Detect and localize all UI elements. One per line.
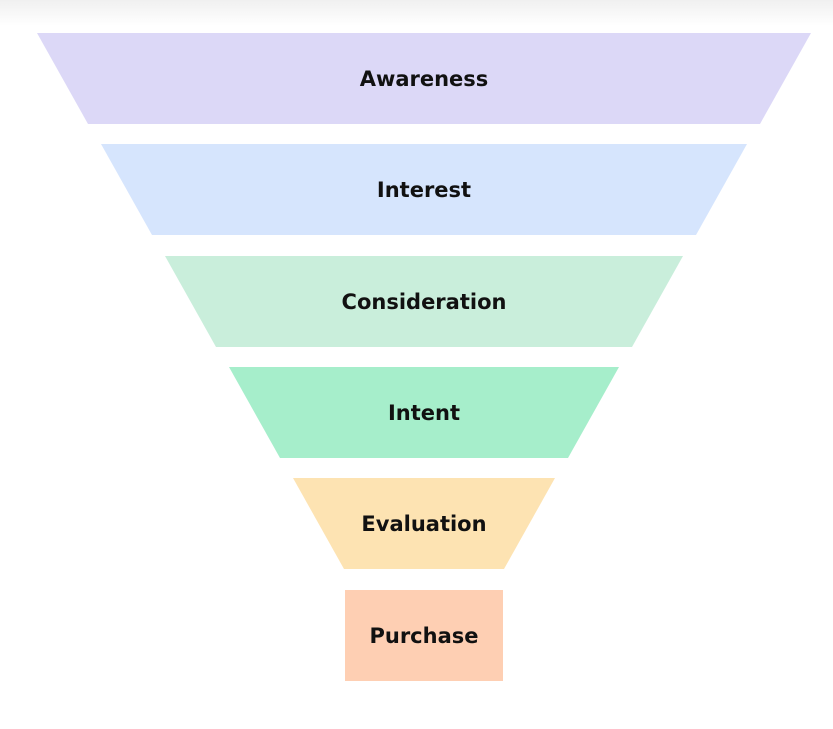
- funnel-band-evaluation: [293, 478, 555, 569]
- funnel-label-consideration: Consideration: [342, 290, 507, 314]
- funnel-stage-purchase: Purchase: [345, 590, 503, 681]
- funnel-label-intent: Intent: [388, 401, 460, 425]
- funnel-stage-awareness: Awareness: [37, 33, 811, 124]
- funnel-label-evaluation: Evaluation: [361, 512, 486, 536]
- funnel-label-awareness: Awareness: [360, 67, 489, 91]
- funnel-band-intent: [229, 367, 619, 458]
- funnel-stage-interest: Interest: [101, 144, 747, 235]
- funnel-label-interest: Interest: [377, 178, 471, 202]
- funnel-stage-evaluation: Evaluation: [293, 478, 555, 569]
- funnel-stage-intent: Intent: [229, 367, 619, 458]
- funnel-band-interest: [101, 144, 747, 235]
- funnel-stage-consideration: Consideration: [165, 256, 683, 347]
- funnel-band-purchase: [345, 590, 503, 681]
- funnel-band-consideration: [165, 256, 683, 347]
- funnel-label-purchase: Purchase: [369, 624, 478, 648]
- top-shadow-band: [0, 0, 833, 26]
- funnel-band-awareness: [37, 33, 811, 124]
